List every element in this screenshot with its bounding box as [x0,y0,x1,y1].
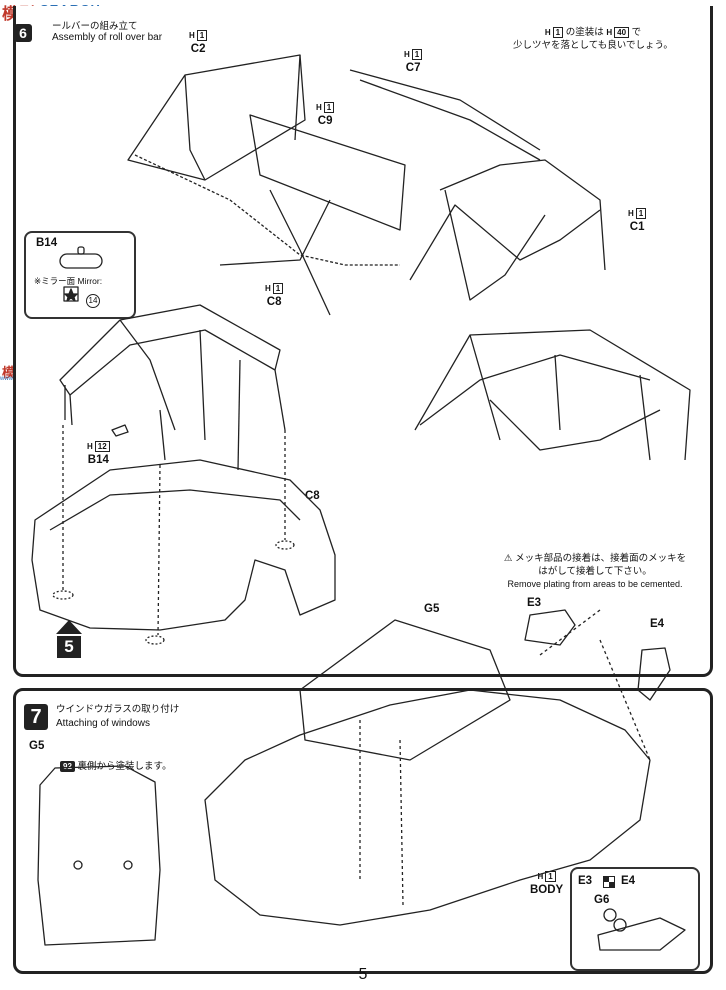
roll-bar-exploded-art [127,54,606,316]
roll-bar-assembled-art [414,329,691,461]
e4-light-art [637,647,671,701]
e3-e4-inset [570,867,700,971]
mirror-star-icon [63,286,79,302]
inset-e4-label: E4 [621,875,636,887]
h-prefix: H [316,103,322,112]
roll-bar-installed-art [59,304,286,471]
note-end: で [631,27,642,38]
inset-light-art [597,917,686,951]
inset-g6-label: G6 [594,894,610,906]
step-7-number: 7 [24,704,48,730]
mirror-code: 14 [86,290,100,308]
cement-icon [603,875,615,893]
page-number: 5 [358,966,368,983]
h-prefix: H [265,284,271,293]
paint-code: 1 [272,283,284,294]
step-5-ref: 5 [56,620,82,658]
windshield-art [299,619,511,761]
b14-inset [24,231,136,319]
paint-code: 1 [411,49,423,60]
b14-inset-label: B14 [36,237,58,249]
warning-jp-1: メッキ部品の接着は、接着面のメッキを [515,553,687,564]
body-tub-art [31,459,336,631]
b14-mirror-art [111,424,129,437]
mirror-note: ※ミラー面 Mirror: [34,275,102,287]
warning-en: Remove plating from areas to be cemented… [507,579,683,589]
note-code-2: 40 [614,27,630,38]
warning-jp-2: はがして接着して下さい。 [538,566,652,577]
part-label: B14 [87,454,109,466]
mirror-en: Mirror: [77,276,103,286]
part-label: C1 [629,221,645,233]
step-6-title-jp: ールバーの組み立て [52,21,138,32]
mirror-code-circle: 14 [86,294,100,308]
step-6-panel [13,6,713,677]
step-7-title-jp: ウインドウガラスの取り付け [56,704,180,715]
inset-e3-label: E3 [578,875,593,887]
mirror-jp: ※ミラー面 [34,276,76,286]
step-6-title-en: Assembly of roll over bar [52,32,163,43]
step-5-ref-number: 5 [57,636,81,658]
warning-icon: ⚠ [503,553,513,564]
note-code-1: 1 [552,27,564,38]
part-label: C9 [317,115,333,127]
step-5-arrow-icon [56,620,82,634]
g5-paint-code: 92 [60,761,75,772]
e3-light-art [524,609,576,646]
e3-label: E3 [527,597,542,609]
paint-code: 1 [196,30,208,41]
h-prefix: H [189,31,195,40]
part-label: BODY [530,884,564,896]
mirror-art [59,253,103,269]
part-label: C2 [190,43,206,55]
windshield-g5-art [37,765,161,946]
paint-code: 1 [323,102,335,113]
note-line-2: 少しツヤを落としても良いでしょう。 [513,40,673,51]
note-mid: の塗装は [565,27,604,38]
note-h-prefix-2: H [606,28,613,37]
part-label: C8 [266,296,282,308]
plating-warning: ⚠ メッキ部品の接着は、接着面のメッキを はがして接着して下さい。 Remove… [495,552,695,591]
car-body-art [204,689,651,926]
e4-label: E4 [650,618,665,630]
g5-left-label: G5 [29,740,45,752]
part-label: C7 [405,62,421,74]
h-prefix: H [537,872,544,881]
g5-label: G5 [424,603,440,615]
h-prefix: H [87,442,93,451]
paint-code: 12 [94,441,110,452]
step-7-title-en: Attaching of windows [56,718,150,729]
step-6-number: 6 [14,24,32,42]
h-prefix: H [628,209,634,218]
paint-code: 1 [635,208,647,219]
h-prefix: H [404,50,410,59]
note-h-prefix-1: H [544,28,551,37]
